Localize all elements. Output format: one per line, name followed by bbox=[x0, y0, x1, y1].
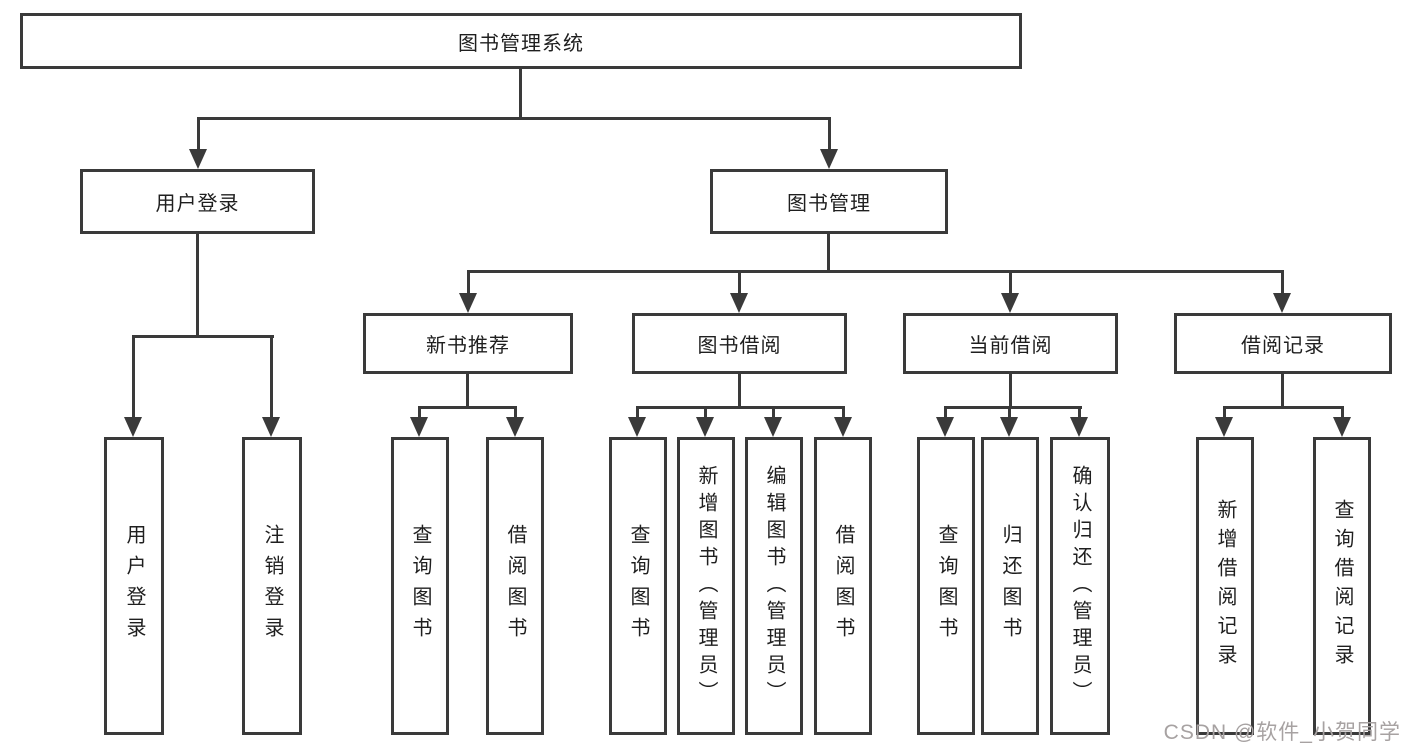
node-book-management: 图书管理 bbox=[710, 169, 948, 234]
leaf-edit-books-admin: 编辑图书（管理员） bbox=[745, 437, 803, 735]
node-label: 图书借阅 bbox=[697, 335, 782, 357]
arrow-down-icon bbox=[189, 149, 207, 169]
arrow-down-icon bbox=[764, 417, 782, 437]
arrow-down-icon bbox=[1000, 417, 1018, 437]
connector-line bbox=[514, 406, 517, 420]
arrow-down-icon bbox=[410, 417, 428, 437]
connector-line bbox=[1281, 270, 1284, 296]
leaf-label: 注销登录 bbox=[261, 524, 283, 648]
connector-line bbox=[1341, 406, 1344, 420]
connector-line bbox=[636, 406, 639, 420]
leaf-user-login: 用户登录 bbox=[104, 437, 164, 735]
connector-line bbox=[467, 270, 470, 296]
node-label: 新书推荐 bbox=[426, 335, 510, 357]
connector-line bbox=[1223, 406, 1226, 420]
node-label: 图书管理 bbox=[787, 193, 871, 215]
arrow-down-icon bbox=[730, 293, 748, 313]
connector-line bbox=[1009, 374, 1012, 409]
node-label: 借阅记录 bbox=[1241, 335, 1325, 357]
leaf-label: 归还图书 bbox=[999, 524, 1021, 648]
leaf-label: 查询借阅记录 bbox=[1331, 499, 1353, 673]
connector-line bbox=[519, 69, 522, 120]
leaf-label: 新增借阅记录 bbox=[1214, 499, 1236, 673]
connector-line bbox=[1281, 374, 1284, 409]
connector-line bbox=[1078, 406, 1081, 420]
connector-line bbox=[132, 335, 135, 419]
leaf-borrow-books-recommend: 借阅图书 bbox=[486, 437, 544, 735]
leaf-query-books-current: 查询图书 bbox=[917, 437, 975, 735]
connector-line bbox=[944, 406, 947, 420]
connector-line bbox=[1008, 406, 1011, 420]
connector-line bbox=[636, 406, 845, 409]
leaf-label: 查询图书 bbox=[935, 524, 957, 648]
connector-line bbox=[466, 374, 469, 409]
leaf-label: 新增图书（管理员） bbox=[695, 464, 717, 708]
arrow-down-icon bbox=[834, 417, 852, 437]
arrow-down-icon bbox=[1273, 293, 1291, 313]
connector-line bbox=[842, 406, 845, 420]
leaf-logout-login: 注销登录 bbox=[242, 437, 302, 735]
leaf-label: 借阅图书 bbox=[832, 524, 854, 648]
connector-line bbox=[270, 335, 273, 419]
leaf-borrow-books-borrowing: 借阅图书 bbox=[814, 437, 872, 735]
connector-line bbox=[1223, 406, 1344, 409]
leaf-query-borrow-record: 查询借阅记录 bbox=[1313, 437, 1371, 735]
connector-line bbox=[197, 117, 831, 120]
node-label: 用户登录 bbox=[155, 193, 240, 215]
connector-line bbox=[197, 117, 200, 151]
connector-line bbox=[828, 117, 831, 151]
arrow-down-icon bbox=[262, 417, 280, 437]
arrow-down-icon bbox=[1001, 293, 1019, 313]
arrow-down-icon bbox=[820, 149, 838, 169]
arrow-down-icon bbox=[1215, 417, 1233, 437]
arrow-down-icon bbox=[936, 417, 954, 437]
connector-line bbox=[738, 374, 741, 409]
leaf-query-books-borrowing: 查询图书 bbox=[609, 437, 667, 735]
connector-line bbox=[738, 270, 741, 296]
connector-line bbox=[827, 234, 830, 273]
node-label: 当前借阅 bbox=[968, 335, 1053, 357]
arrow-down-icon bbox=[696, 417, 714, 437]
connector-line bbox=[196, 234, 199, 338]
node-user-login: 用户登录 bbox=[80, 169, 315, 234]
leaf-label: 查询图书 bbox=[627, 524, 649, 648]
node-new-book-recommendation: 新书推荐 bbox=[363, 313, 573, 374]
node-borrowing-records: 借阅记录 bbox=[1174, 313, 1392, 374]
connector-line bbox=[944, 406, 1082, 409]
arrow-down-icon bbox=[124, 417, 142, 437]
leaf-return-books: 归还图书 bbox=[981, 437, 1039, 735]
leaf-add-books-admin: 新增图书（管理员） bbox=[677, 437, 735, 735]
connector-line bbox=[418, 406, 421, 420]
connector-line bbox=[772, 406, 775, 420]
leaf-label: 查询图书 bbox=[409, 524, 431, 648]
arrow-down-icon bbox=[1333, 417, 1351, 437]
arrow-down-icon bbox=[1070, 417, 1088, 437]
node-label: 图书管理系统 bbox=[458, 32, 584, 55]
leaf-label: 确认归还（管理员） bbox=[1069, 464, 1091, 708]
node-library-system: 图书管理系统 bbox=[20, 13, 1022, 69]
watermark-text: CSDN @软件_小贺同学 bbox=[1163, 721, 1401, 744]
leaf-label: 借阅图书 bbox=[504, 524, 526, 648]
connector-line bbox=[704, 406, 707, 420]
arrow-down-icon bbox=[628, 417, 646, 437]
arrow-down-icon bbox=[506, 417, 524, 437]
node-current-borrowing: 当前借阅 bbox=[903, 313, 1118, 374]
leaf-label: 编辑图书（管理员） bbox=[763, 464, 785, 708]
connector-line bbox=[418, 406, 517, 409]
leaf-add-borrow-record: 新增借阅记录 bbox=[1196, 437, 1254, 735]
connector-line bbox=[467, 270, 1284, 273]
leaf-confirm-return-admin: 确认归还（管理员） bbox=[1050, 437, 1110, 735]
node-book-borrowing: 图书借阅 bbox=[632, 313, 847, 374]
leaf-query-books-recommend: 查询图书 bbox=[391, 437, 449, 735]
leaf-label: 用户登录 bbox=[123, 524, 145, 648]
connector-line bbox=[1009, 270, 1012, 296]
connector-line bbox=[132, 335, 274, 338]
arrow-down-icon bbox=[459, 293, 477, 313]
